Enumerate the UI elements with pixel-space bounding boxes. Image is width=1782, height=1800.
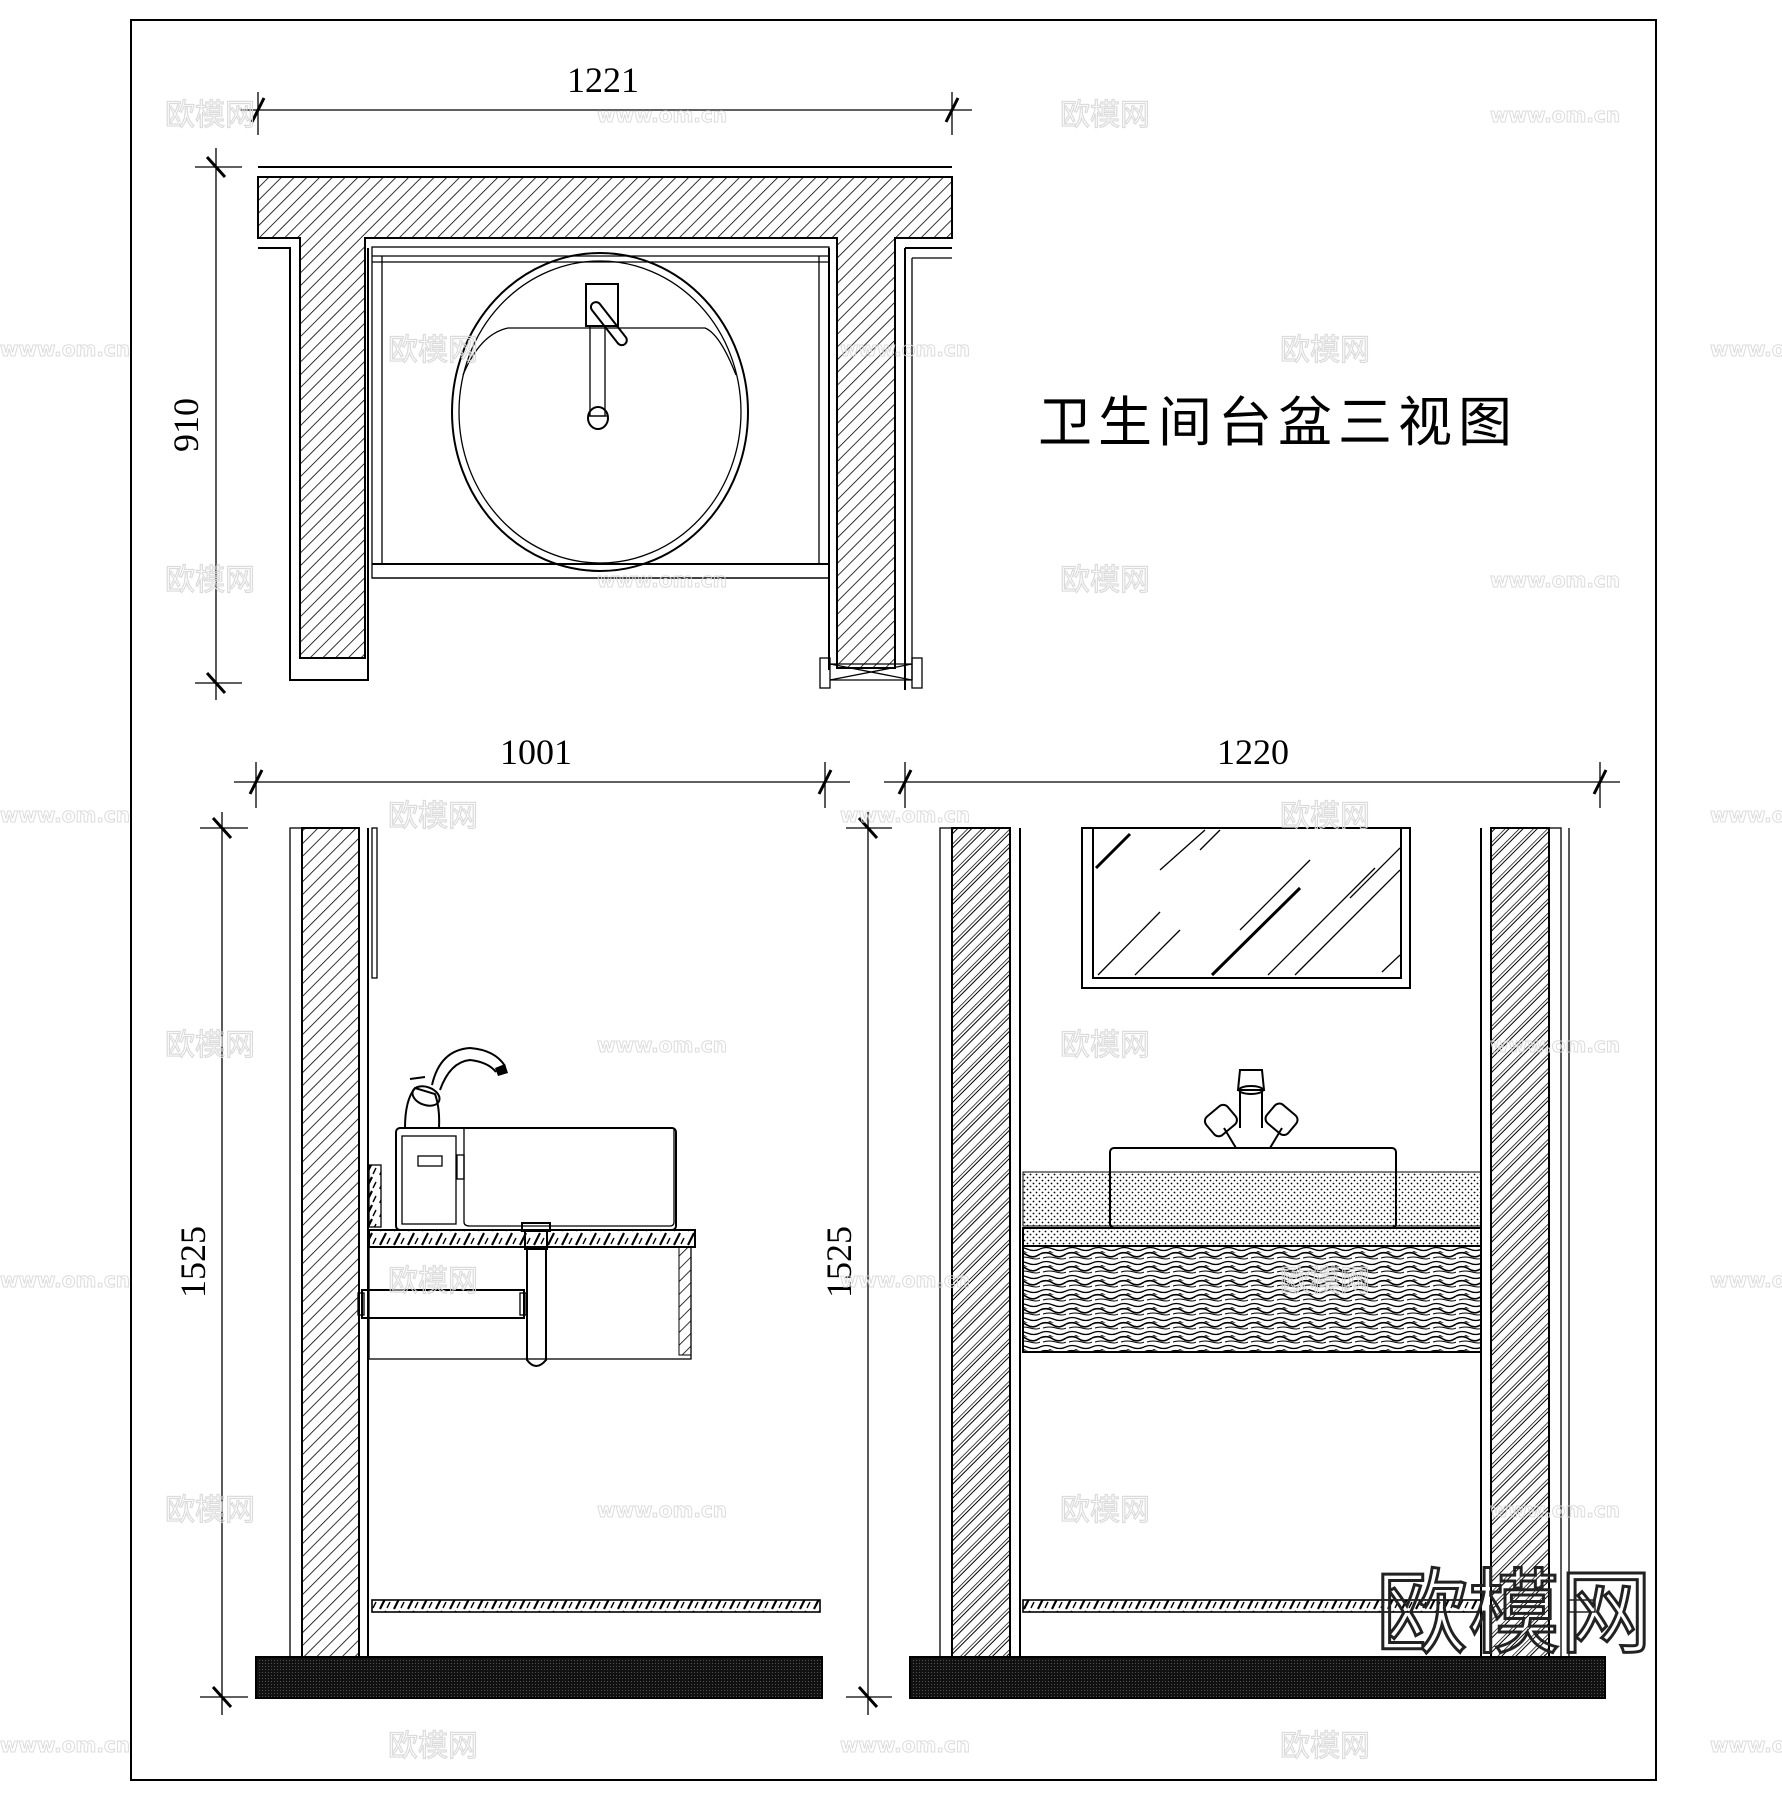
- watermark-url: www.om.cn: [1710, 1733, 1782, 1757]
- watermark-url: www.om.cn: [1490, 1033, 1620, 1057]
- watermark-brand: 欧模网: [1060, 563, 1150, 598]
- watermark-url: www.om.cn: [840, 803, 970, 827]
- watermark-url: www.om.cn: [840, 1268, 970, 1292]
- mirror: [1081, 827, 1411, 989]
- sheet-border: [130, 19, 1657, 1781]
- watermark-brand: 欧模网: [1280, 1729, 1370, 1764]
- watermark-url: www.om.cn: [0, 803, 130, 827]
- front-width-label: 1220: [1217, 732, 1289, 772]
- watermark-url: www.om.cn: [1490, 568, 1620, 592]
- watermark-url: www.om.cn: [0, 337, 130, 361]
- watermark-brand: 欧模网: [1280, 333, 1370, 368]
- plan-view: 1221 910: [166, 60, 972, 700]
- watermark-url: www.om.cn: [840, 1733, 970, 1757]
- watermarks: 欧模网 www.om.cn 欧模网 www.om.cn www.om.cn 欧模…: [0, 97, 1782, 1764]
- dimension-side-width: 1001: [234, 732, 850, 808]
- watermark-brand: 欧模网: [388, 333, 478, 368]
- watermark-url: www.om.cn: [1710, 337, 1782, 361]
- watermark-brand: 欧模网: [165, 1493, 255, 1528]
- watermark-url: www.om.cn: [0, 1268, 130, 1292]
- side-width-label: 1001: [500, 732, 572, 772]
- watermark-brand: 欧模网: [388, 1729, 478, 1764]
- plan-depth-label: 910: [166, 398, 206, 452]
- watermark-url: www.om.cn: [597, 103, 727, 127]
- front-elevation: 1220 1525: [819, 732, 1620, 1715]
- watermark-brand: 欧模网: [165, 563, 255, 598]
- watermark-brand: 欧模网: [388, 799, 478, 834]
- dimension-front-height: 1525: [819, 812, 892, 1715]
- watermark-url: www.om.cn: [597, 1033, 727, 1057]
- side-height-label: 1525: [173, 1226, 213, 1298]
- dimension-front-width: 1220: [884, 732, 1620, 808]
- watermark-brand: 欧模网: [1060, 98, 1150, 133]
- front-height-label: 1525: [819, 1226, 859, 1298]
- watermark-brand: 欧模网: [165, 1028, 255, 1063]
- watermark-brand: 欧模网: [1280, 799, 1370, 834]
- watermark-brand: 欧模网: [1060, 1028, 1150, 1063]
- watermark-url: www.om.cn: [840, 337, 970, 361]
- watermark-brand: 欧模网: [1280, 1264, 1370, 1299]
- watermark-url: www.om.cn: [597, 1498, 727, 1522]
- dimension-side-height: 1525: [173, 812, 248, 1715]
- faucet-front: [1203, 1069, 1299, 1149]
- dimension-plan-depth: 910: [166, 148, 242, 700]
- watermark-brand: 欧模网: [165, 98, 255, 133]
- plan-width-label: 1221: [567, 60, 639, 100]
- watermark-url: www.om.cn: [597, 568, 727, 592]
- dimension-plan-width: 1221: [240, 60, 972, 135]
- watermark-url: www.om.cn: [0, 1733, 130, 1757]
- watermark-brand: 欧模网: [388, 1264, 478, 1299]
- watermark-url: www.om.cn: [1490, 1498, 1620, 1522]
- watermark-brand: 欧模网: [1060, 1493, 1150, 1528]
- watermark-url: www.om.cn: [1490, 103, 1620, 127]
- drawing-title: 卫生间台盆三视图: [1038, 391, 1518, 454]
- watermark-url: www.om.cn: [1710, 803, 1782, 827]
- watermark-url: www.om.cn: [1710, 1268, 1782, 1292]
- side-elevation: 1001 1525: [173, 732, 850, 1715]
- watermark-large: 欧模网: [1376, 1560, 1652, 1667]
